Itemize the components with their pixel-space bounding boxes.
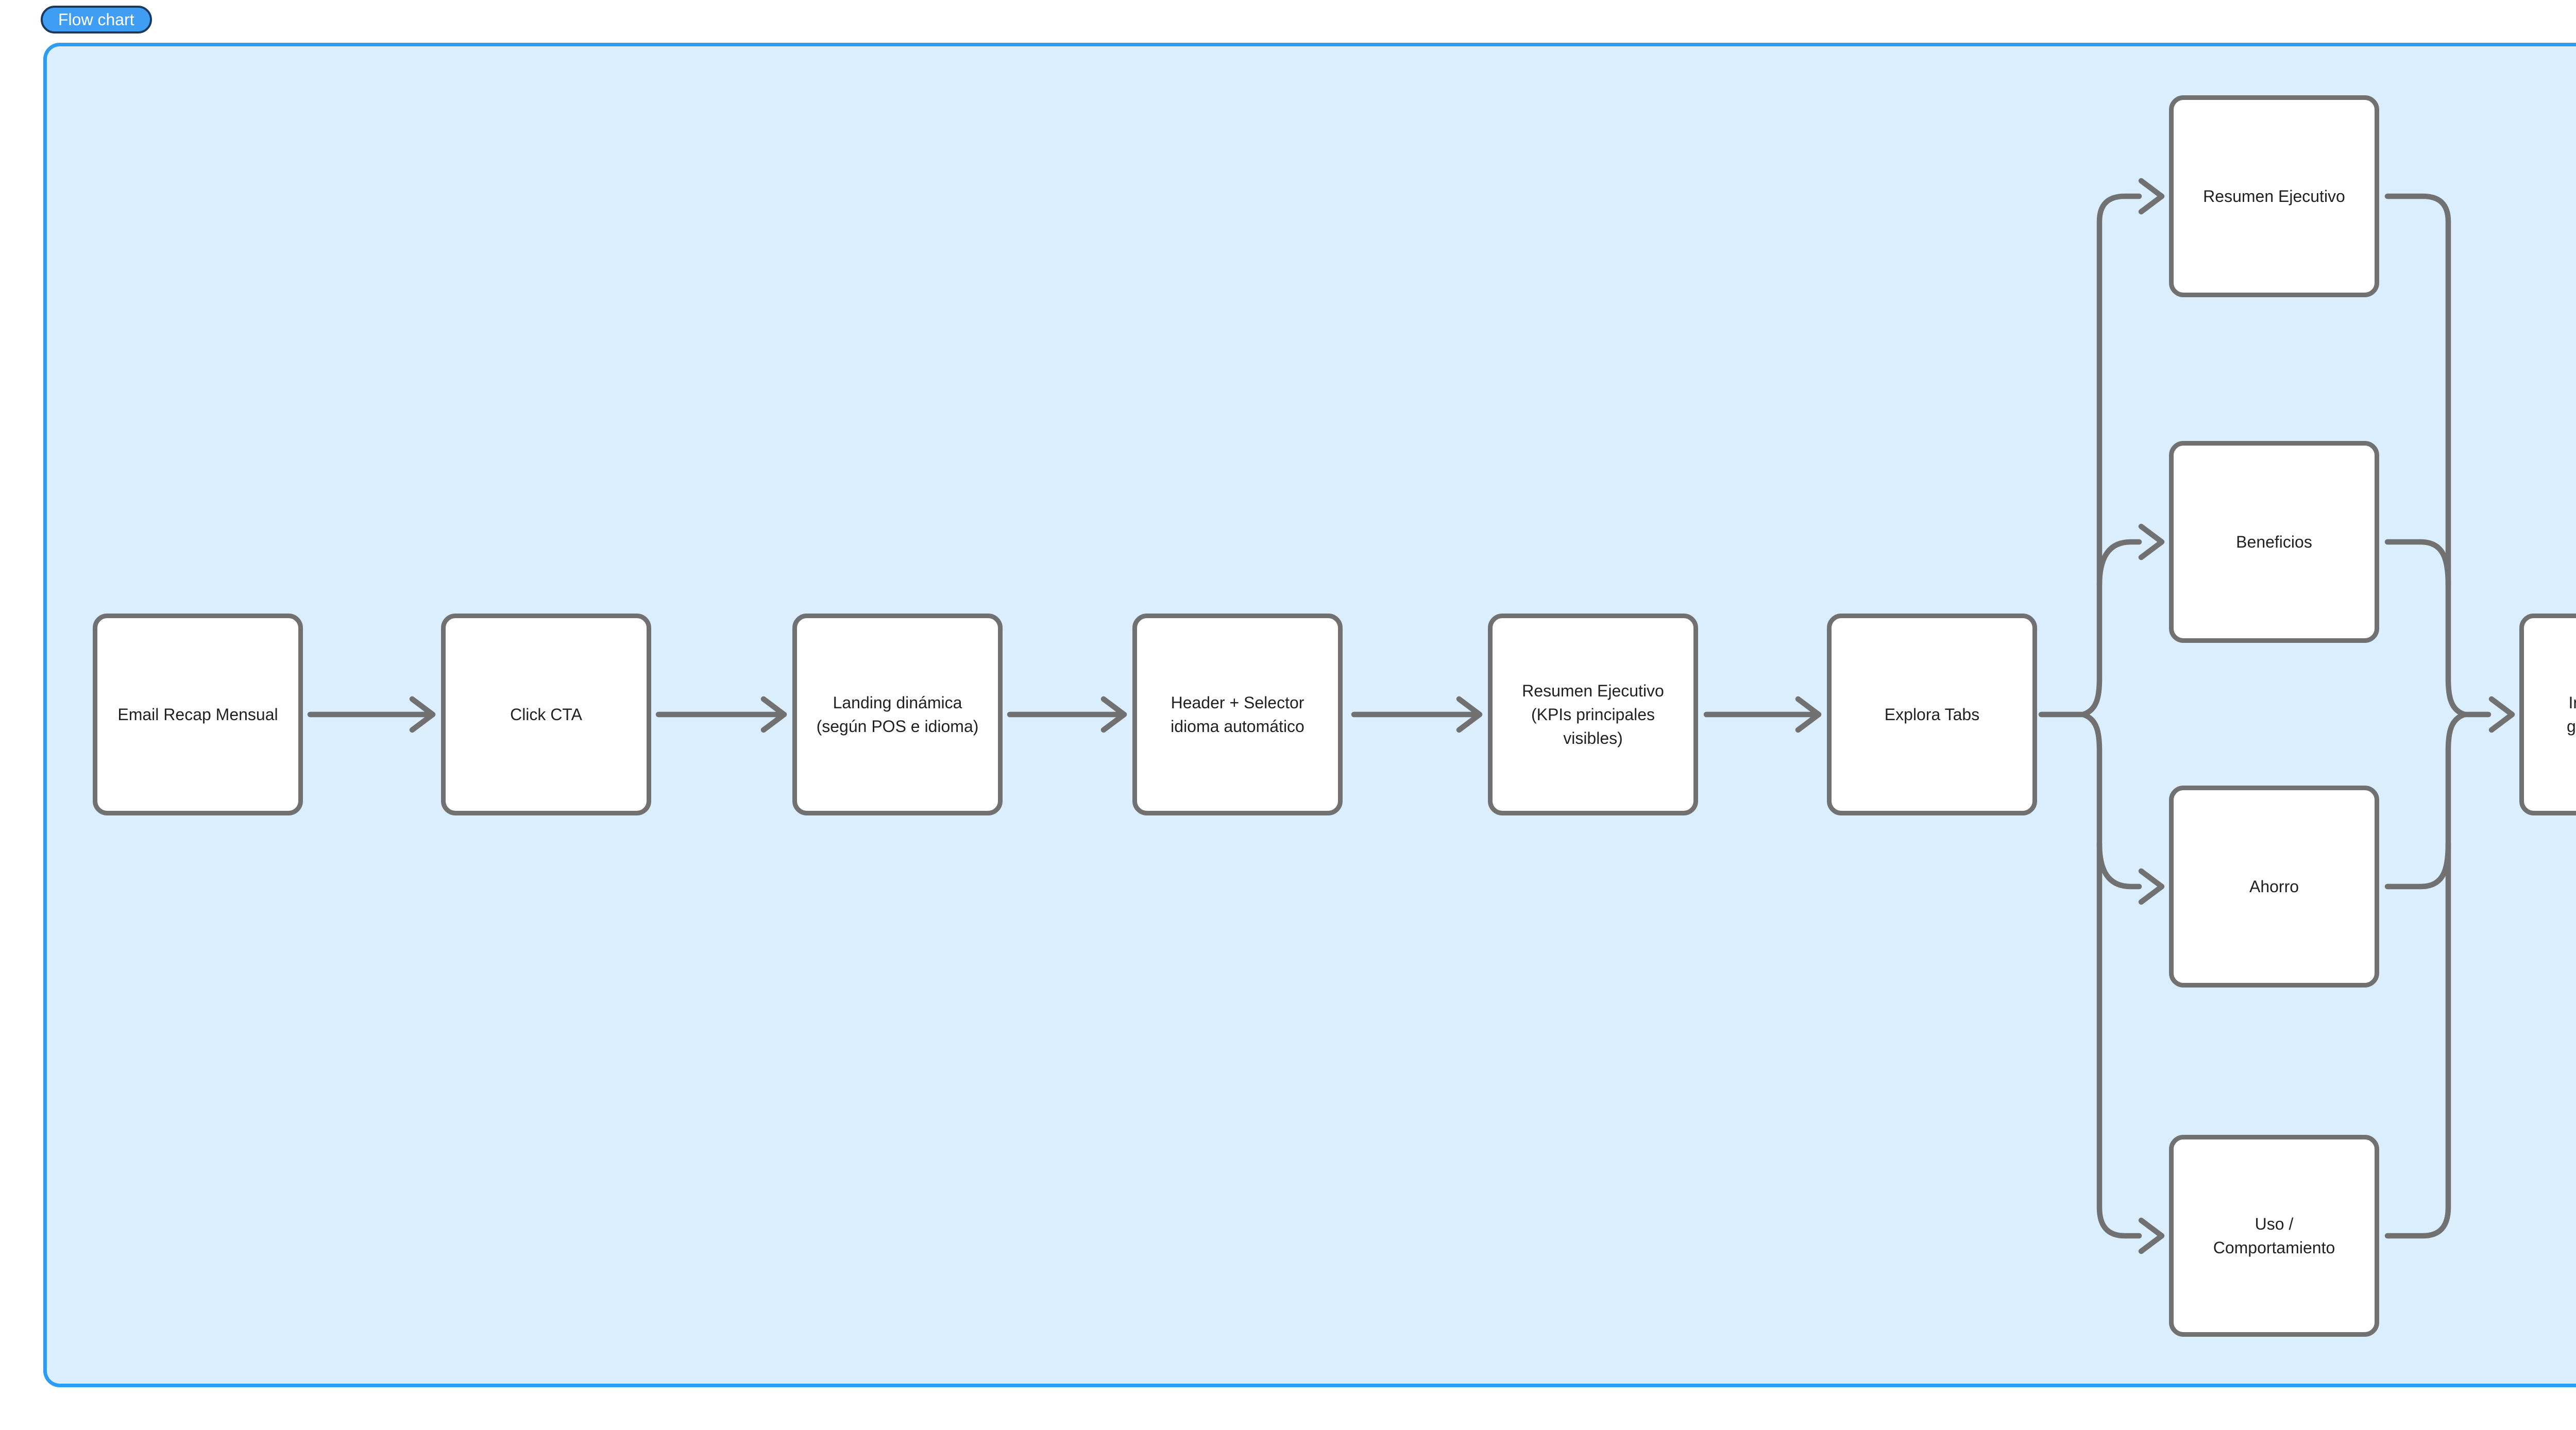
node-label: Interacción con gráficos / tablas bbox=[2566, 693, 2576, 736]
node-uso-comportamiento[interactable]: Uso / Comportamiento bbox=[2169, 1135, 2379, 1337]
node-click-cta[interactable]: Click CTA bbox=[441, 614, 651, 815]
node-label: Explora Tabs bbox=[1884, 705, 1980, 724]
node-resumen-ejecutivo-kpis[interactable]: Resumen Ejecutivo (KPIs principales visi… bbox=[1488, 614, 1698, 815]
node-label: Click CTA bbox=[510, 705, 582, 724]
node-label: Email Recap Mensual bbox=[117, 705, 278, 724]
node-label: Ahorro bbox=[2249, 877, 2299, 896]
node-interaccion-graficos-tablas[interactable]: Interacción con gráficos / tablas bbox=[2519, 614, 2576, 815]
node-header-selector-idioma[interactable]: Header + Selector idioma automático bbox=[1132, 614, 1343, 815]
node-resumen-ejecutivo[interactable]: Resumen Ejecutivo bbox=[2169, 95, 2379, 297]
node-label: Resumen Ejecutivo bbox=[2203, 187, 2345, 206]
node-landing-dinamica[interactable]: Landing dinámica (según POS e idioma) bbox=[792, 614, 1003, 815]
node-label: Beneficios bbox=[2236, 533, 2312, 551]
node-label: Resumen Ejecutivo (KPIs principales visi… bbox=[1522, 682, 1664, 747]
node-explora-tabs[interactable]: Explora Tabs bbox=[1827, 614, 2037, 815]
node-label: Landing dinámica (según POS e idioma) bbox=[816, 693, 979, 736]
flow-chart-badge[interactable]: Flow chart bbox=[41, 6, 152, 33]
node-label: Header + Selector idioma automático bbox=[1171, 693, 1304, 736]
node-ahorro[interactable]: Ahorro bbox=[2169, 786, 2379, 988]
node-beneficios[interactable]: Beneficios bbox=[2169, 441, 2379, 643]
node-email-recap-mensual[interactable]: Email Recap Mensual bbox=[93, 614, 303, 815]
node-label: Uso / Comportamiento bbox=[2213, 1215, 2335, 1257]
